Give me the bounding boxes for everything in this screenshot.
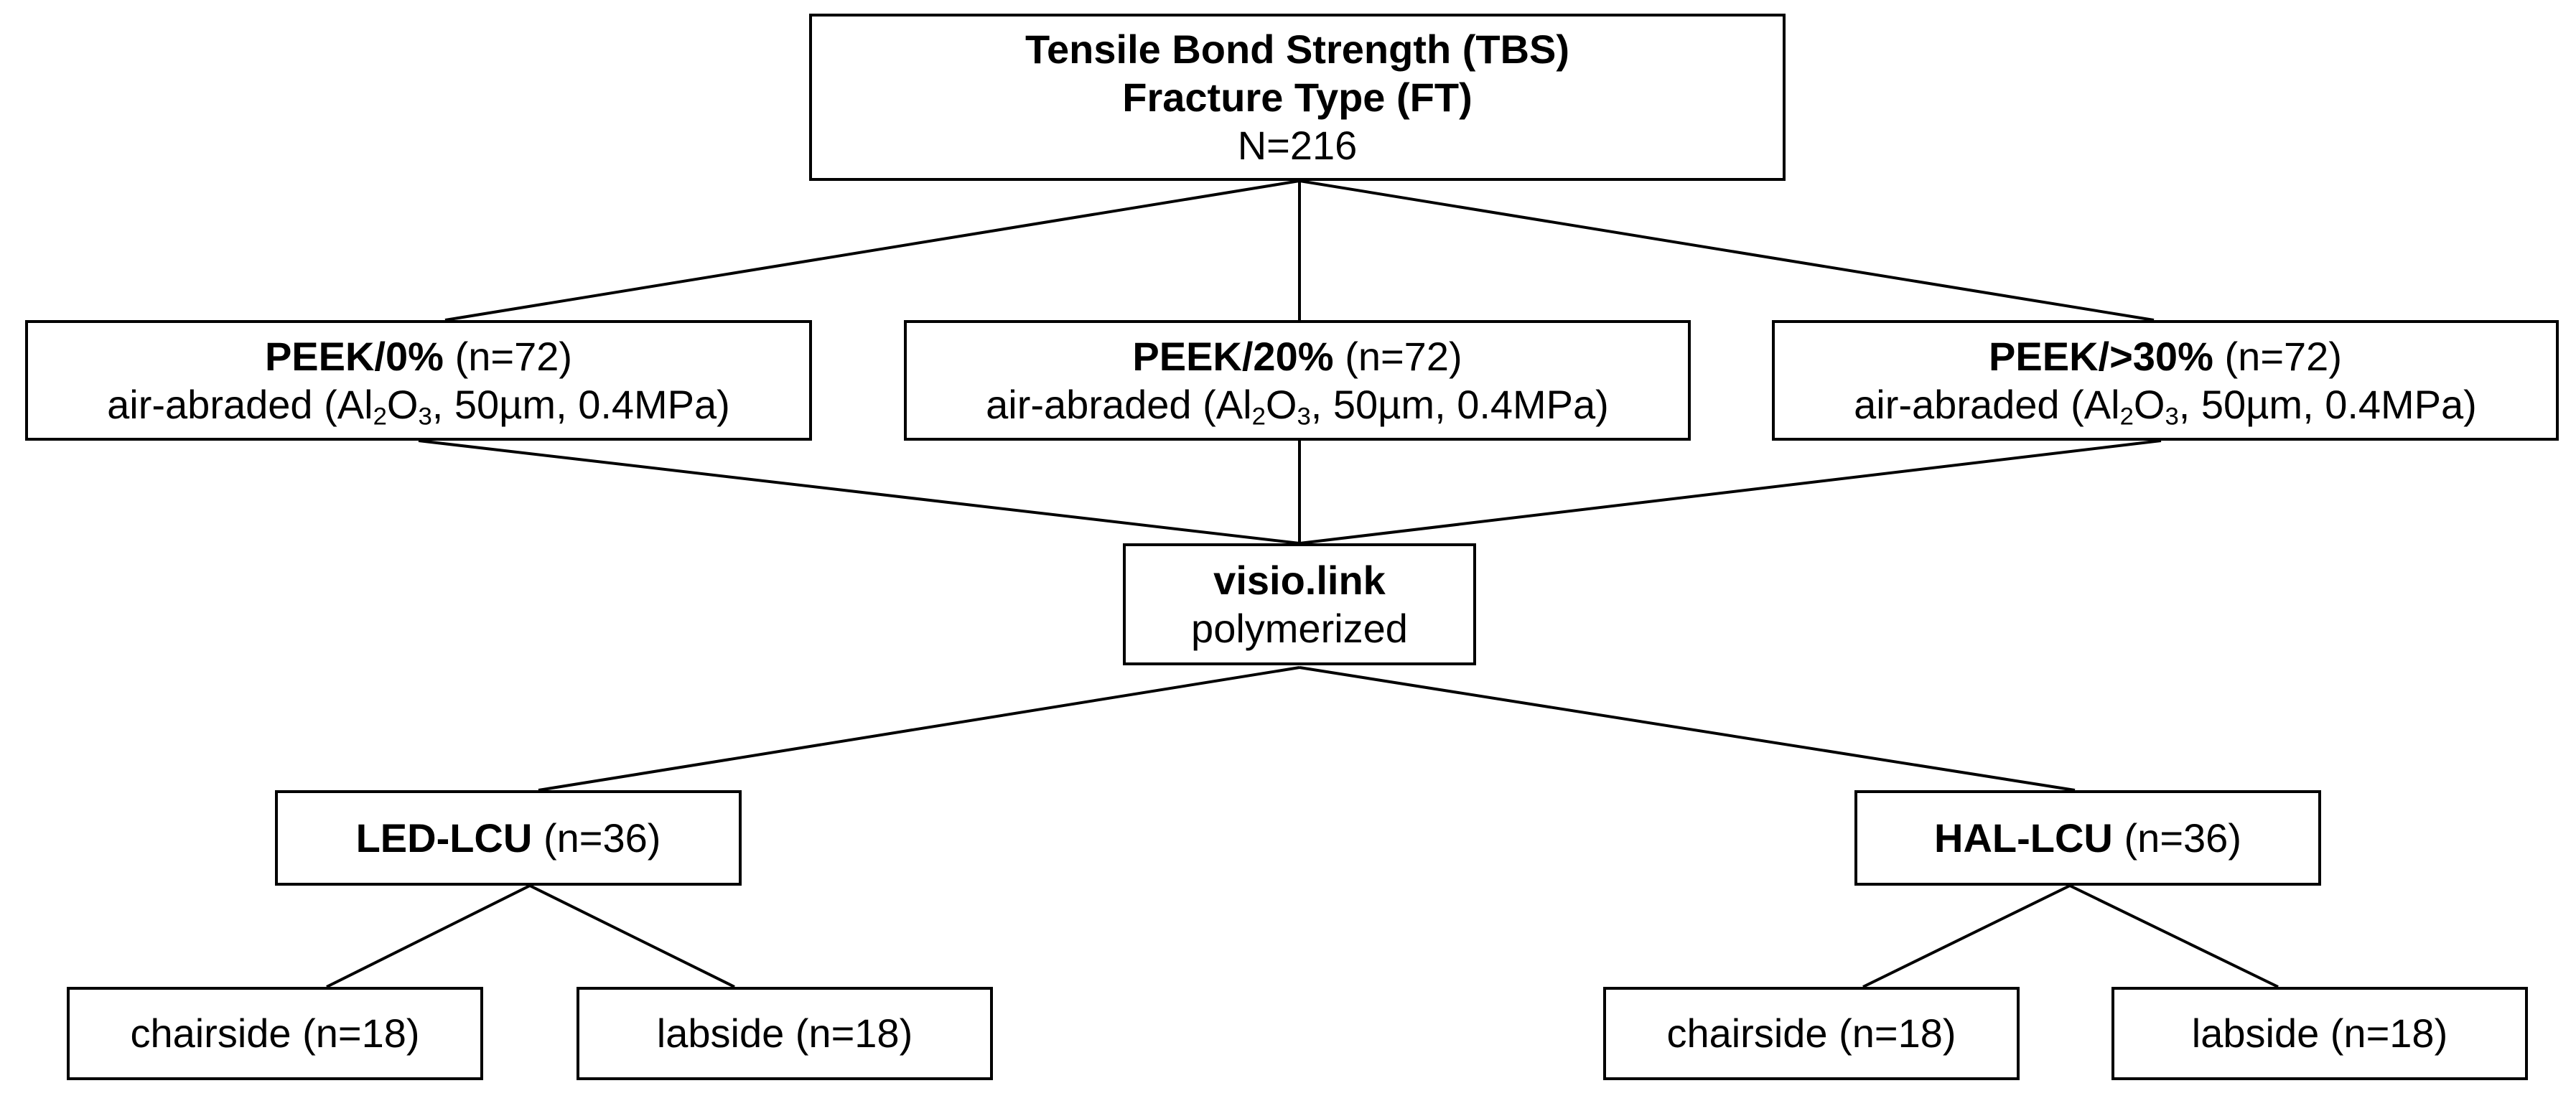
group-count: (n=72) — [454, 333, 573, 379]
leaf-label: chairside (n=18) — [1666, 1011, 1956, 1056]
root-count: N=216 — [1237, 123, 1358, 169]
root-box: Tensile Bond Strength (TBS) Fracture Typ… — [809, 14, 1786, 181]
leaf-box-hal-chairside: chairside (n=18) — [1603, 987, 2020, 1080]
lcu-box-led: LED-LCU(n=36) — [275, 790, 742, 886]
adhesive-state: polymerized — [1191, 606, 1408, 651]
lcu-label: LED-LCU(n=36) — [356, 814, 661, 862]
group-count: (n=72) — [2224, 333, 2342, 379]
leaf-label: labside (n=18) — [2191, 1011, 2448, 1056]
connector-led-chairside — [326, 884, 531, 988]
lcu-label: HAL-LCU(n=36) — [1934, 814, 2241, 862]
connector-peek30-visio — [1299, 439, 2162, 545]
leaf-box-hal-labside: labside (n=18) — [2111, 987, 2528, 1080]
group-header: PEEK/20%(n=72) — [1132, 332, 1462, 380]
root-title-line1: Tensile Bond Strength (TBS) — [1025, 26, 1570, 72]
lcu-name: HAL-LCU — [1934, 815, 2113, 861]
group-name: PEEK/0% — [264, 333, 444, 379]
lcu-name: LED-LCU — [355, 815, 533, 861]
adhesive-box: visio.link polymerized — [1123, 543, 1476, 665]
root-title-line2: Fracture Type (FT) — [1122, 74, 1473, 120]
connector-visio-hal — [1299, 666, 2076, 792]
lcu-box-hal: HAL-LCU(n=36) — [1854, 790, 2321, 886]
leaf-label: chairside (n=18) — [130, 1011, 420, 1056]
group-box-peek-30: PEEK/>30%(n=72) air-abraded (Al2O3, 50µm… — [1772, 320, 2559, 441]
group-treatment: air-abraded (Al2O3, 50µm, 0.4MPa) — [986, 382, 1609, 431]
lcu-count: (n=36) — [543, 815, 661, 861]
connector-led-labside — [529, 884, 735, 988]
connector-peek0-visio — [418, 439, 1300, 545]
adhesive-name: visio.link — [1213, 557, 1386, 603]
connector-root-peek30 — [1299, 179, 2155, 322]
group-treatment: air-abraded (Al2O3, 50µm, 0.4MPa) — [107, 382, 730, 431]
connector-hal-labside — [2069, 884, 2279, 988]
group-name: PEEK/>30% — [1989, 333, 2213, 379]
group-name: PEEK/20% — [1132, 333, 1334, 379]
connector-root-peek0 — [444, 179, 1300, 322]
leaf-label: labside (n=18) — [656, 1011, 913, 1056]
group-count: (n=72) — [1345, 333, 1462, 379]
group-box-peek-20: PEEK/20%(n=72) air-abraded (Al2O3, 50µm,… — [904, 320, 1691, 441]
group-box-peek-0: PEEK/0%(n=72) air-abraded (Al2O3, 50µm, … — [25, 320, 812, 441]
leaf-box-led-labside: labside (n=18) — [577, 987, 993, 1080]
connector-hal-chairside — [1862, 884, 2071, 988]
group-treatment: air-abraded (Al2O3, 50µm, 0.4MPa) — [1854, 382, 2477, 431]
leaf-box-led-chairside: chairside (n=18) — [67, 987, 483, 1080]
group-header: PEEK/0%(n=72) — [265, 332, 572, 380]
group-header: PEEK/>30%(n=72) — [1989, 332, 2342, 380]
lcu-count: (n=36) — [2124, 815, 2241, 861]
connector-visio-led — [538, 666, 1300, 792]
